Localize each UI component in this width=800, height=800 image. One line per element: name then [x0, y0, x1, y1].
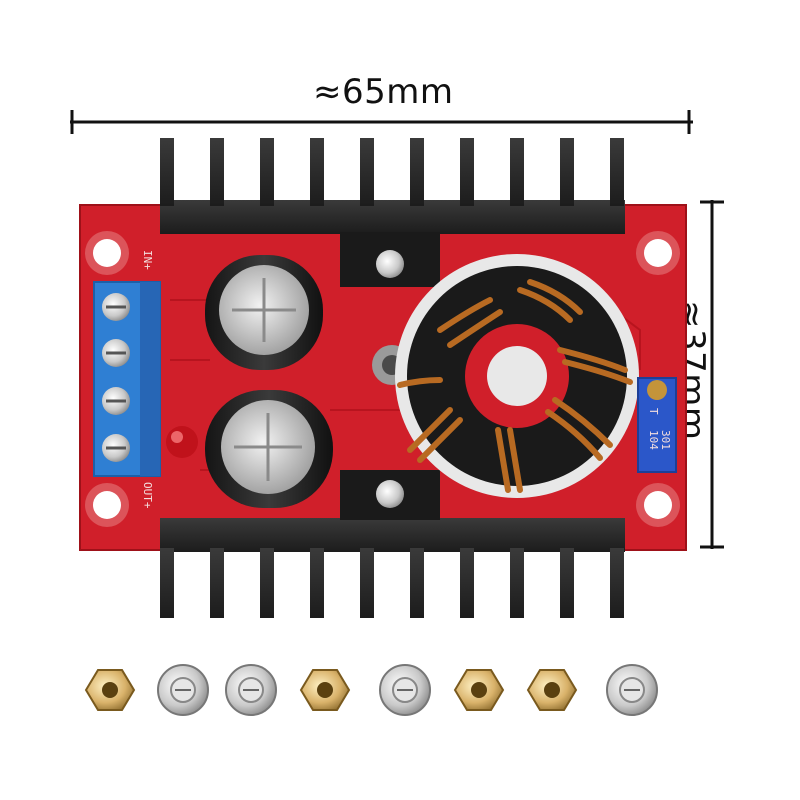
pot-marking-2: 301 [659, 430, 672, 450]
width-dimension-line [70, 110, 693, 134]
capacitor-top [205, 255, 323, 370]
transistor-top [340, 232, 440, 287]
brass-nut [299, 669, 351, 711]
terminal-screw [102, 387, 130, 415]
heatsink-bottom [160, 518, 625, 618]
brass-nut [453, 669, 505, 711]
terminal-screw [102, 339, 130, 367]
toroid-inductor [395, 254, 639, 498]
silkscreen-out-label: OUT+ [141, 482, 154, 509]
trimmer-potentiometer: 104 301 T [637, 377, 677, 473]
pot-marking-3: T [647, 408, 660, 415]
steel-screw [157, 664, 209, 716]
hardware-row [84, 664, 658, 716]
steel-screw [606, 664, 658, 716]
heatsink-top [160, 138, 625, 234]
silkscreen-in-label: IN+ [141, 250, 154, 270]
led-indicator [166, 426, 198, 458]
brass-nut [526, 669, 578, 711]
terminal-screw [102, 434, 130, 462]
mounting-hole-bottom-left [85, 483, 129, 527]
width-dimension-label: ≈65mm [313, 72, 454, 112]
capacitor-bottom [205, 390, 333, 508]
steel-screw [225, 664, 277, 716]
mounting-hole-top-left [85, 231, 129, 275]
steel-screw [379, 664, 431, 716]
pot-marking-1: 104 [647, 430, 660, 450]
terminal-screw [102, 293, 130, 321]
screw-terminal-block [93, 281, 161, 477]
transistor-bottom [340, 470, 440, 520]
mounting-hole-bottom-right [636, 483, 680, 527]
height-dimension-line [700, 200, 724, 549]
mounting-hole-top-right [636, 231, 680, 275]
brass-nut [84, 669, 136, 711]
